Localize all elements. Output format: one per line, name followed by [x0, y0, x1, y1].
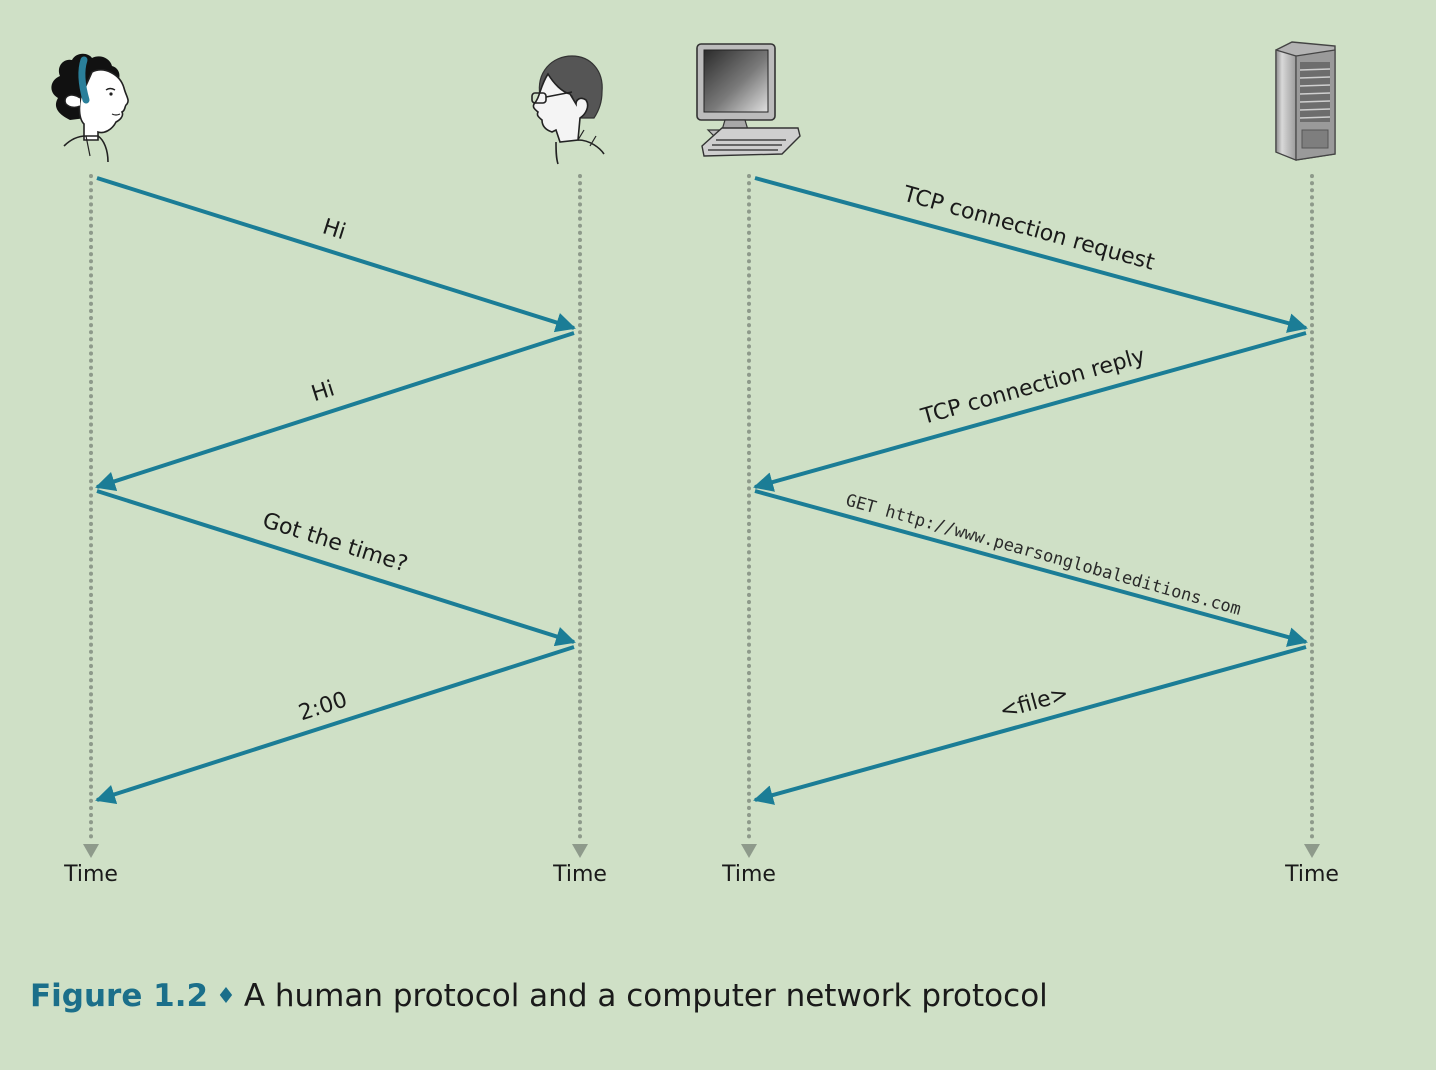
human-message-arrow-2 [95, 331, 575, 491]
desktop-computer-icon [696, 43, 801, 157]
timeline-arrowhead-computer [741, 844, 757, 858]
time-label-man: Time [552, 862, 607, 887]
timeline-arrowhead-server [1304, 844, 1320, 858]
network-message-arrow-4 [753, 645, 1307, 805]
timeline-arrowhead-man [572, 844, 588, 858]
message-label-file: <file> [997, 681, 1072, 724]
network-message-arrow-1 [754, 176, 1308, 333]
caption-text: A human protocol and a computer network … [243, 978, 1048, 1014]
message-label-hi-1: Hi [319, 214, 348, 245]
message-label-http-get: GET http://www.pearsonglobaleditions.com [843, 491, 1243, 620]
figure-number: Figure 1.2 [30, 978, 209, 1014]
diamond-separator: ♦ [216, 984, 236, 1009]
human-message-arrow-4 [95, 645, 575, 805]
time-label-woman: Time [63, 862, 118, 887]
time-labels: Time Time Time Time [63, 862, 1339, 887]
human-message-arrow-1 [96, 176, 576, 333]
woman-person-icon [51, 53, 129, 163]
message-labels: Hi Hi Got the time? 2:00 TCP connection … [259, 182, 1243, 727]
timelines [83, 174, 1320, 858]
time-label-computer: Time [721, 862, 776, 887]
figure-caption: Figure 1.2 ♦ A human protocol and a comput… [30, 978, 1048, 1014]
server-tower-icon [1275, 41, 1336, 161]
message-arrows [95, 176, 1308, 805]
time-label-server: Time [1284, 862, 1339, 887]
network-message-arrow-3 [754, 489, 1308, 647]
message-label-hi-2: Hi [308, 376, 337, 407]
network-message-arrow-2 [753, 331, 1307, 492]
timeline-arrowhead-woman [83, 844, 99, 858]
man-with-glasses-icon [531, 55, 605, 165]
human-message-arrow-3 [96, 489, 576, 647]
